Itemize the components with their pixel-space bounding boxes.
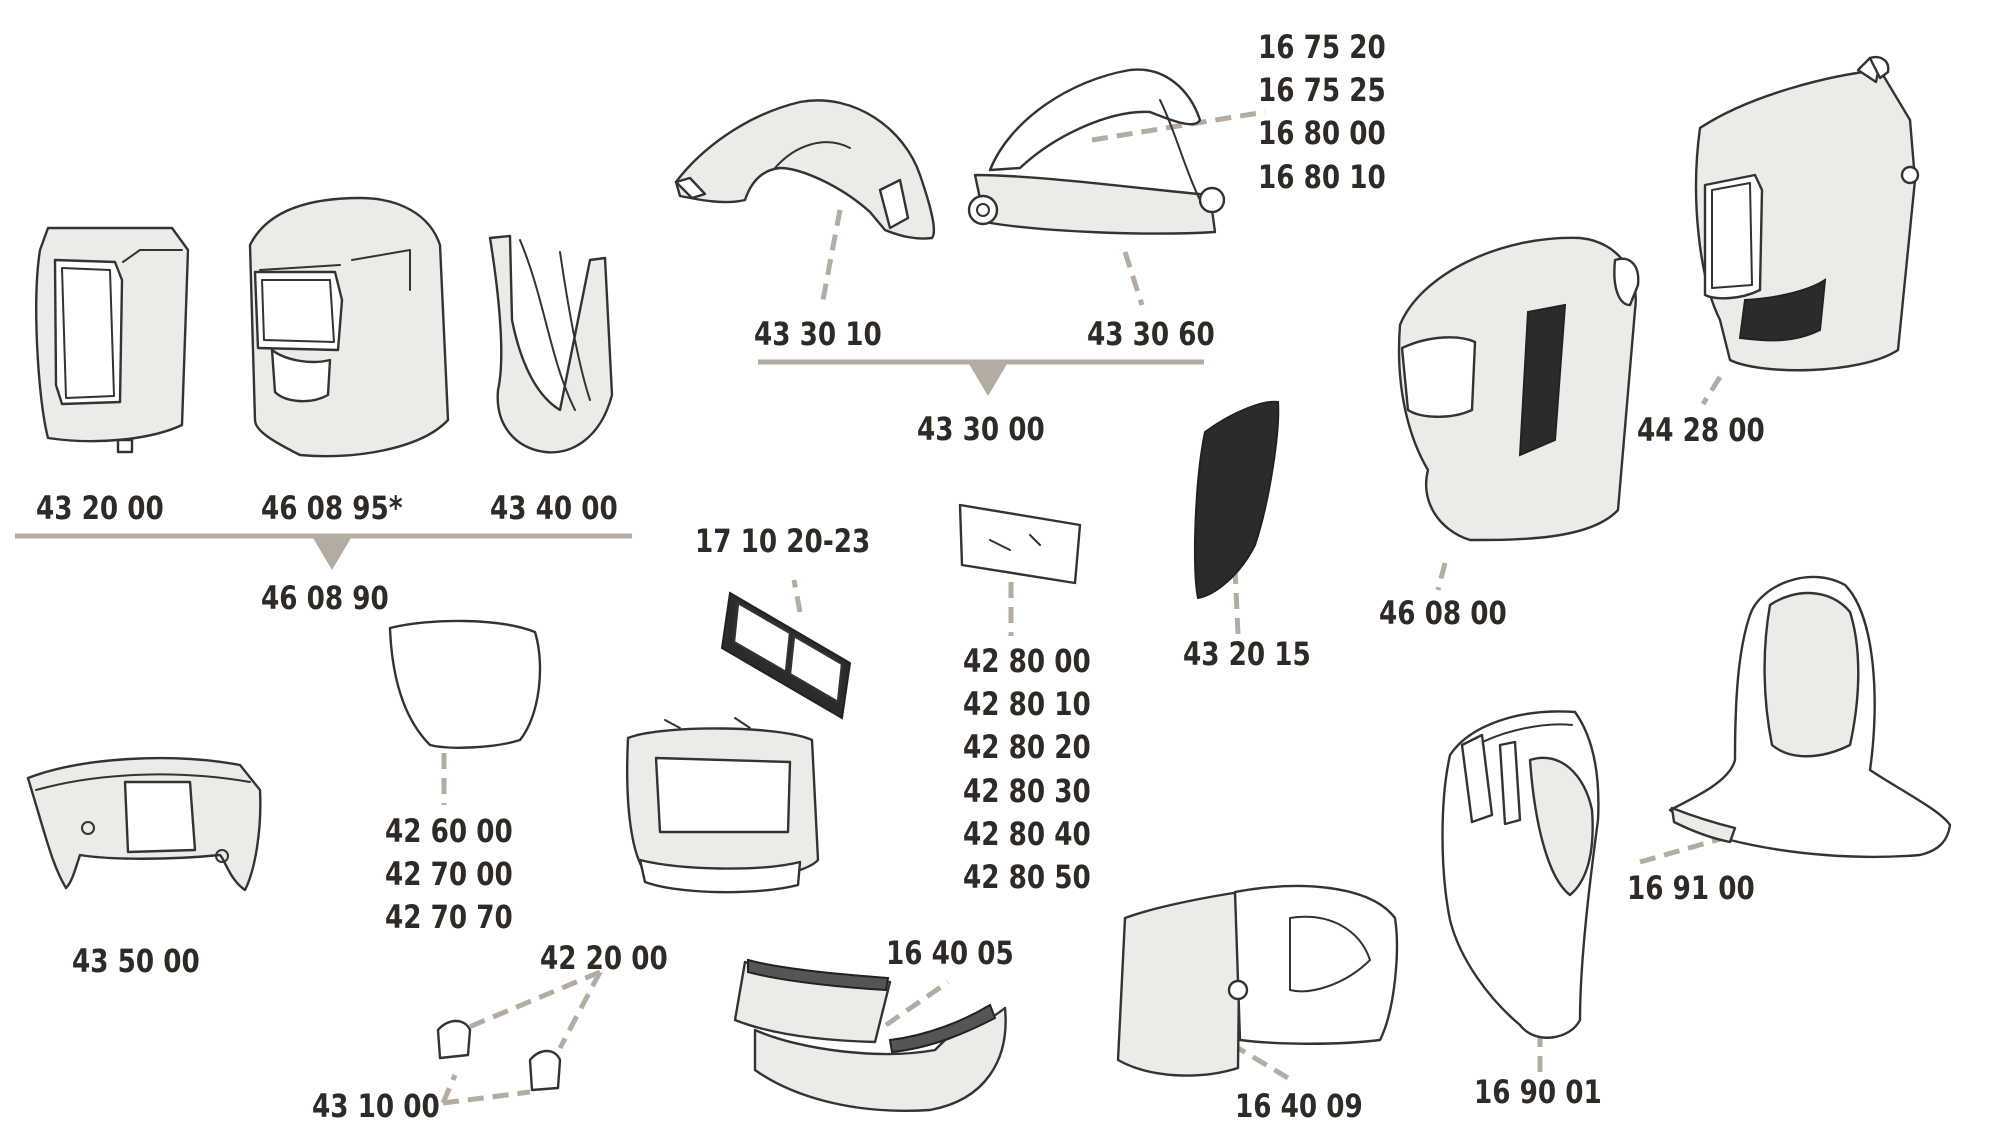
label-428050: 42 80 50 (963, 857, 1091, 896)
label-428000: 42 80 00 (963, 642, 1091, 680)
air-helmet-dark-icon (1694, 56, 1920, 372)
label-group-inner-lens: 42 60 00 42 70 00 42 70 70 (385, 810, 513, 940)
full-hood-icon (1668, 575, 1952, 859)
face-seal-icon (488, 234, 614, 454)
headband-icon (967, 68, 1226, 235)
label-433010: 43 30 10 (754, 315, 882, 353)
label-442800: 44 28 00 (1637, 411, 1765, 449)
label-164005: 16 40 05 (886, 934, 1014, 972)
clip-icon (436, 1019, 562, 1092)
label-460895: 46 08 95* (261, 489, 403, 527)
label-169001: 16 90 01 (1474, 1073, 1602, 1111)
label-group-cover-lens: 42 80 00 42 80 10 42 80 20 42 80 30 42 8… (963, 640, 1091, 899)
label-433000: 43 30 00 (917, 410, 1045, 448)
label-group-headband-parts: 16 75 20 16 75 25 16 80 00 16 80 10 (1258, 26, 1386, 199)
neck-protection-icon (1116, 884, 1399, 1077)
helmet-respirator-icon (248, 196, 450, 458)
label-428040: 42 80 40 (963, 814, 1091, 853)
filter-holder-icon (720, 591, 852, 720)
label-164009: 16 40 09 (1235, 1087, 1363, 1125)
label-460800: 46 08 00 (1379, 594, 1507, 632)
label-171020: 17 10 20-23 (695, 522, 871, 560)
welding-shield-icon (35, 226, 190, 454)
label-434000: 43 40 00 (490, 489, 618, 527)
label-169100: 16 91 00 (1627, 869, 1755, 907)
label-460890: 46 08 90 (261, 579, 389, 617)
label-432000: 43 20 00 (36, 489, 164, 527)
bracket-460890 (15, 533, 632, 570)
label-431000: 43 10 00 (312, 1087, 440, 1125)
side-window-icon (1193, 400, 1280, 600)
label-168010: 16 80 10 (1258, 157, 1386, 196)
label-427070: 42 70 70 (385, 898, 513, 937)
label-427000: 42 70 00 (385, 855, 513, 894)
inner-lens-icon (388, 619, 542, 749)
top-cover-icon (674, 99, 936, 240)
label-428010: 42 80 10 (963, 685, 1091, 724)
label-167520: 16 75 20 (1258, 28, 1386, 66)
label-426000: 42 60 00 (385, 812, 513, 850)
label-167525: 16 75 25 (1258, 71, 1386, 110)
label-433060: 43 30 60 (1087, 315, 1215, 353)
label-168000: 16 80 00 (1258, 114, 1386, 153)
label-422000: 42 20 00 (540, 939, 668, 977)
label-435000: 43 50 00 (72, 942, 200, 980)
label-432015: 43 20 15 (1183, 635, 1311, 673)
front-frame-icon (26, 756, 262, 892)
sweatband-icon (733, 958, 1007, 1112)
bracket-433000 (758, 359, 1204, 396)
label-428020: 42 80 20 (963, 728, 1091, 767)
cover-lens-icon (958, 503, 1082, 585)
air-helmet-icon (1397, 236, 1640, 542)
face-hood-icon (1441, 710, 1600, 1039)
label-428030: 42 80 30 (963, 771, 1091, 810)
adf-icon (626, 717, 820, 894)
